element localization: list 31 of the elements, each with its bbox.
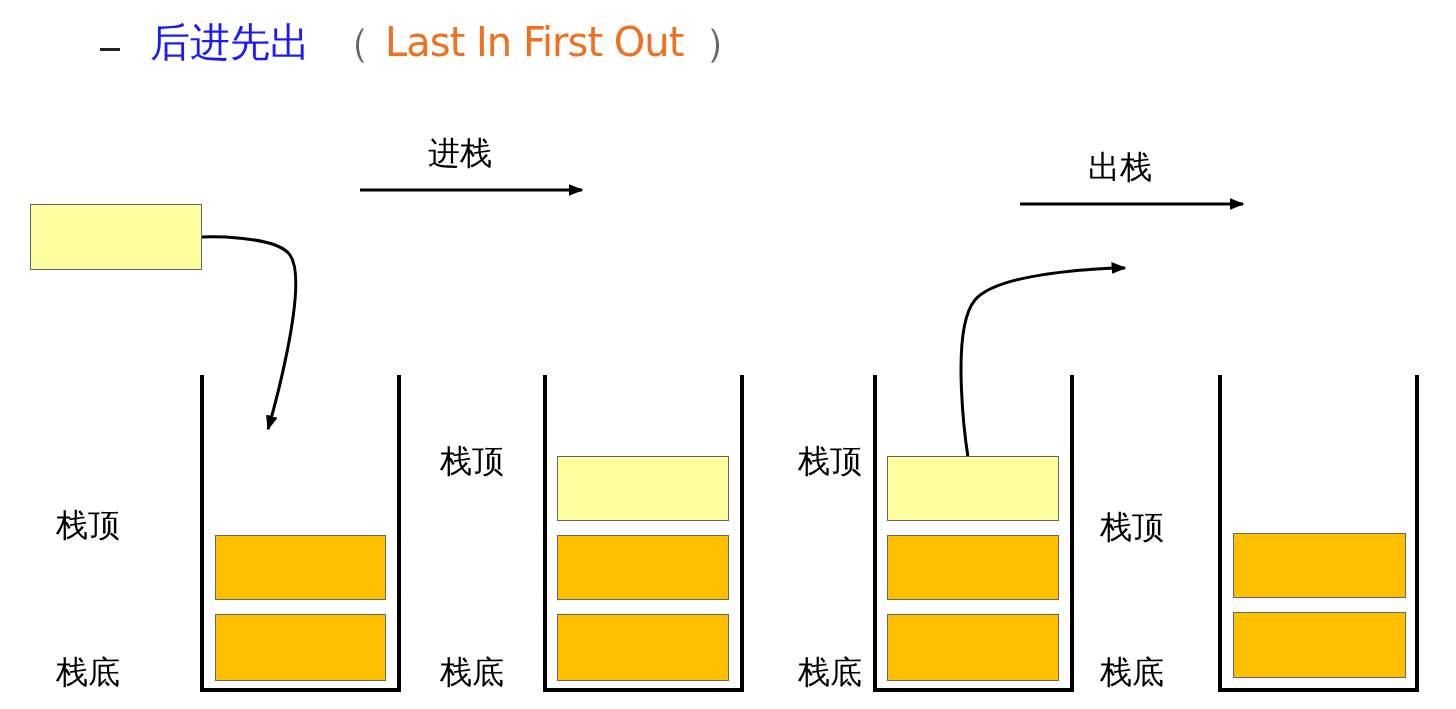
direction-label: 进栈 <box>428 136 492 172</box>
stack-container <box>199 375 402 693</box>
stack-pointer-label: 栈顶 <box>1100 510 1164 546</box>
title-parenthesis: ） <box>705 20 745 64</box>
stack-container <box>542 375 745 693</box>
title-parenthesis: （ <box>330 20 370 64</box>
stack-element <box>557 614 729 681</box>
stack-container <box>1217 375 1420 693</box>
title-text: Last In First Out <box>385 20 684 64</box>
stack-pointer-label: 栈底 <box>1100 655 1164 691</box>
stack-element <box>887 535 1059 600</box>
stack-pointer-label: 栈顶 <box>56 508 120 544</box>
direction-label: 出栈 <box>1088 150 1152 186</box>
stack-pointer-label: 栈底 <box>798 655 862 691</box>
curved-arrow <box>201 235 298 431</box>
stack-element <box>887 614 1059 681</box>
stack-pointer-label: 栈顶 <box>440 444 504 480</box>
stack-element <box>215 614 386 681</box>
stack-pointer-label: 栈底 <box>440 655 504 691</box>
stack-element <box>557 535 729 600</box>
stack-pointer-label: 栈底 <box>56 655 120 691</box>
title-text: 后进先出 <box>150 20 310 64</box>
stack-element <box>887 456 1059 521</box>
stack-element <box>215 535 386 600</box>
stack-element <box>30 204 202 270</box>
stack-element <box>1233 533 1406 598</box>
stack-container <box>872 375 1075 693</box>
stack-element <box>557 456 729 521</box>
stack-pointer-label: 栈顶 <box>798 444 862 480</box>
stack-element <box>1233 612 1406 678</box>
curved-arrow <box>959 262 1127 457</box>
